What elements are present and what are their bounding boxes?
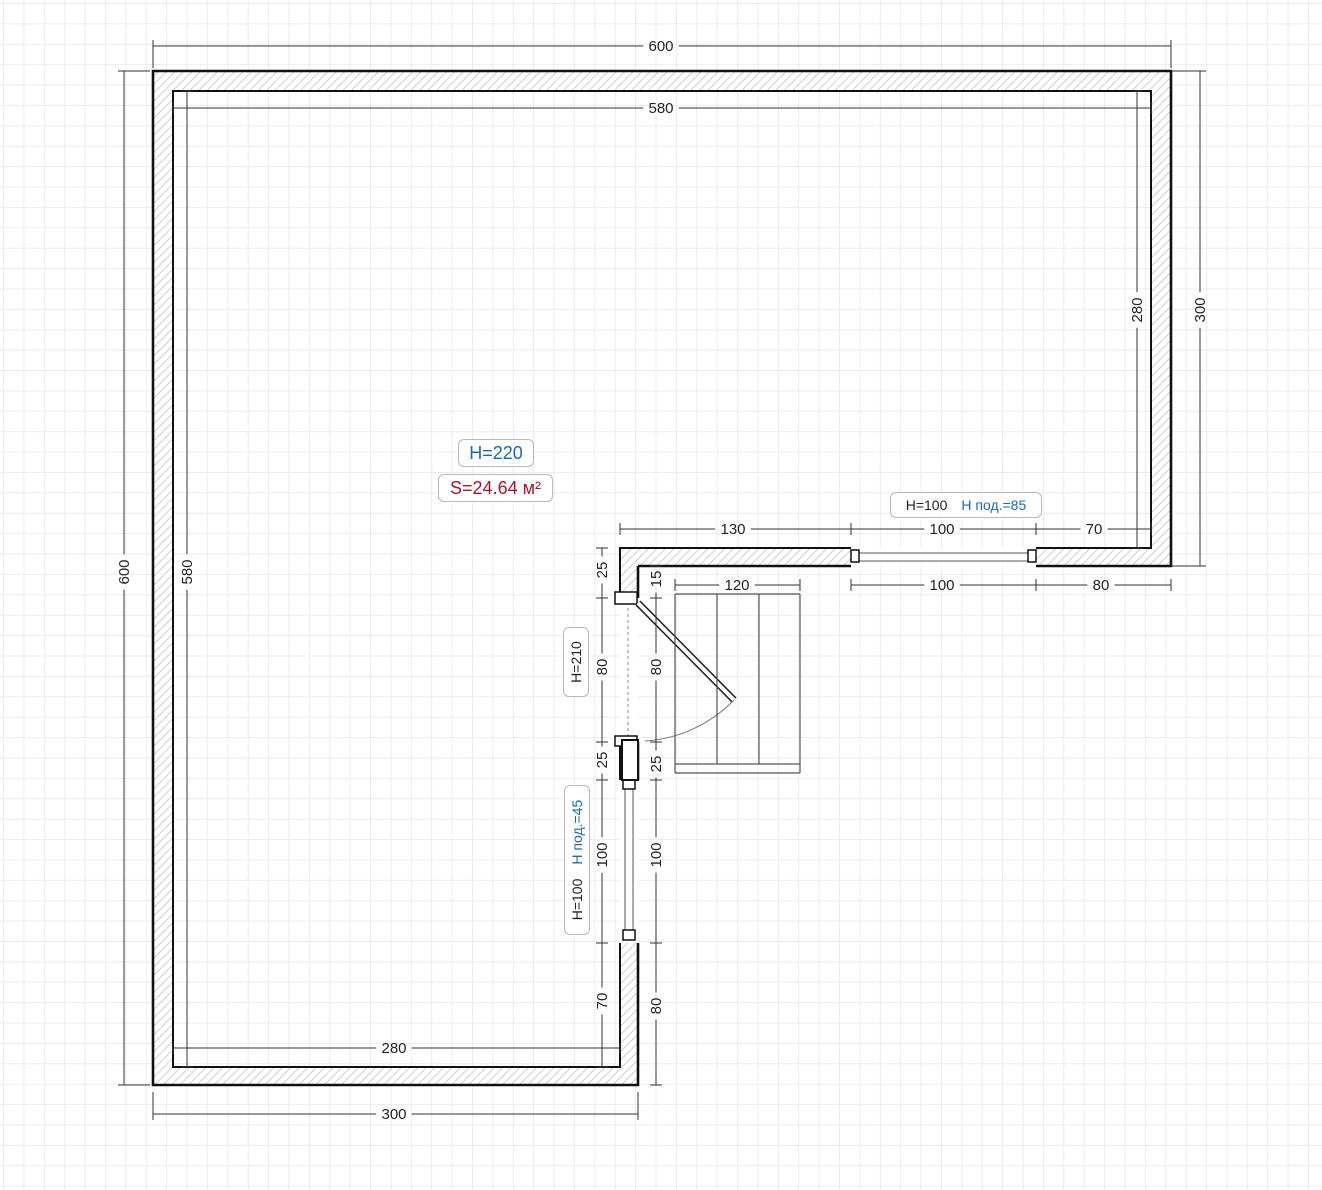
outer-wall-outline xyxy=(151,69,1173,1087)
dim-window_top_pier_inner: 70 xyxy=(1086,521,1103,538)
window-left-sill: H под.=45 xyxy=(569,799,585,865)
dim-door_top_pier_outer: 15 xyxy=(648,571,665,588)
dimension-lines xyxy=(118,40,1206,1120)
dim-outer_bottom: 300 xyxy=(381,1106,406,1123)
dim-door_top_pier_inner: 25 xyxy=(594,562,611,579)
dim-door_bottom_pier_outer: 25 xyxy=(648,756,665,773)
dim-inner_left: 580 xyxy=(179,559,196,584)
door-height-label: H=210 xyxy=(563,627,589,697)
window-top-label: H=100 H под.=85 xyxy=(890,492,1042,518)
room-area-label: S=24.64 м² xyxy=(438,474,553,502)
inner-wall-outline xyxy=(172,90,1152,1068)
window-left-height: H=100 xyxy=(569,878,585,921)
dim-bottom_pier_outer: 80 xyxy=(648,998,665,1015)
window-top-sill: H под.=85 xyxy=(961,497,1027,513)
stairs xyxy=(674,593,801,774)
dim-door_outer: 80 xyxy=(648,659,665,676)
dim-window_left_inner: 100 xyxy=(594,842,611,867)
dim-outer_top: 600 xyxy=(648,38,673,55)
dim-window_top_inner: 100 xyxy=(929,521,954,538)
dim-inner_right: 280 xyxy=(1129,297,1146,322)
dim-outer_left: 600 xyxy=(116,559,133,584)
inner-wall-segment xyxy=(619,547,851,598)
window-left-label: H=100 H под.=45 xyxy=(564,785,590,935)
dim-stair_width: 120 xyxy=(724,577,749,594)
dim-door_bottom_pier_inner: 25 xyxy=(594,752,611,769)
dim-window_top_outer: 100 xyxy=(929,577,954,594)
dim-inner_top: 580 xyxy=(648,100,673,117)
dim-step_wall_inner: 130 xyxy=(720,521,745,538)
dim-outer_right: 300 xyxy=(1192,297,1209,322)
dim-inner_bottom: 280 xyxy=(381,1040,406,1057)
door[interactable] xyxy=(614,591,737,781)
window-top-height: H=100 xyxy=(905,497,948,513)
dim-door_inner: 80 xyxy=(594,659,611,676)
dimension-labels: 600 580 600 580 300 280 300 280 130 100 70 100 80 120… xyxy=(116,38,1209,1123)
dim-window_left_outer: 100 xyxy=(648,842,665,867)
window-left[interactable] xyxy=(620,779,638,943)
dim-bottom_pier_inner: 70 xyxy=(594,993,611,1010)
door-swing-arc xyxy=(644,699,735,742)
window-top[interactable] xyxy=(850,548,1037,566)
dim-window_top_pier_outer: 80 xyxy=(1093,577,1110,594)
room-height-label: H=220 xyxy=(458,439,534,467)
